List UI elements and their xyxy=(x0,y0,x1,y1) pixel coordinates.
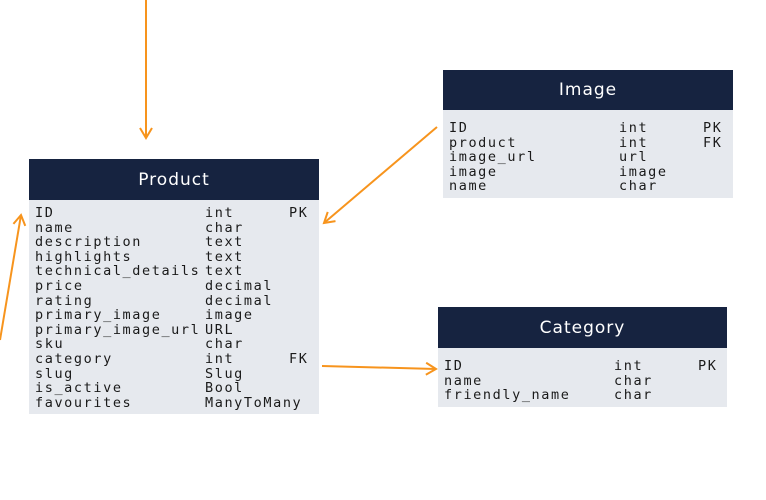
field-name: category xyxy=(35,350,113,367)
field-type: text xyxy=(205,263,244,280)
product-field-row: slug Slug xyxy=(35,365,313,382)
field-type: url xyxy=(619,149,649,166)
field-name: name xyxy=(449,178,488,195)
field-key: FK xyxy=(289,350,309,367)
field-key: PK xyxy=(698,358,718,374)
field-name: primary_image xyxy=(35,307,162,324)
field-type: image xyxy=(205,307,254,324)
product-field-row: highlights text xyxy=(35,250,313,265)
field-key: FK xyxy=(703,134,723,151)
field-key: PK xyxy=(289,205,309,221)
product-table-title: Product xyxy=(138,169,210,190)
arrow-image-to-product xyxy=(322,126,438,225)
image-field-row: image image xyxy=(449,165,727,180)
field-type: char xyxy=(614,387,653,404)
arrow-left-incoming-to-product xyxy=(0,213,27,341)
product-field-row: category int FK xyxy=(35,352,313,367)
product-field-row: rating decimal xyxy=(35,292,313,309)
product-field-row: price decimal xyxy=(35,279,313,294)
product-field-row: sku char xyxy=(35,337,313,352)
field-name: highlights xyxy=(35,248,133,265)
field-type: text xyxy=(205,234,244,251)
category-table-title: Category xyxy=(539,317,626,338)
field-name: image_url xyxy=(449,149,537,166)
category-field-row: name char xyxy=(444,372,721,389)
category-table-header: Category xyxy=(438,307,727,348)
field-name: friendly_name xyxy=(444,387,571,404)
product-field-row: is_active Bool xyxy=(35,381,313,396)
field-type: int xyxy=(619,120,649,136)
field-type: image xyxy=(619,163,668,180)
field-name: is_active xyxy=(35,380,123,397)
field-name: name xyxy=(35,219,74,236)
category-table: Category ID int PK name char friendly_name cha… xyxy=(438,307,727,407)
image-table-title: Image xyxy=(558,80,618,100)
field-name: rating xyxy=(35,292,94,309)
field-type: int xyxy=(205,205,235,221)
field-type: char xyxy=(614,372,653,389)
field-name: sku xyxy=(35,336,65,353)
field-key: PK xyxy=(703,120,723,136)
image-field-row: image_url url xyxy=(449,150,727,165)
field-type: Bool xyxy=(205,380,244,397)
field-type: int xyxy=(205,350,235,367)
category-table-rows: ID int PK name char friendly_name char xyxy=(438,348,727,407)
field-name: price xyxy=(35,277,84,294)
field-name: technical_details xyxy=(35,263,201,280)
field-name: description xyxy=(35,234,143,251)
field-type: ManyToMany xyxy=(205,394,303,411)
field-type: decimal xyxy=(205,277,274,294)
image-field-row: ID int PK xyxy=(449,121,727,136)
category-field-row: friendly_name char xyxy=(444,388,721,403)
field-name: favourites xyxy=(35,394,133,411)
arrow-product-to-category xyxy=(321,361,438,376)
field-name: product xyxy=(449,134,518,151)
field-name: slug xyxy=(35,365,74,382)
field-name: ID xyxy=(444,358,464,374)
field-type: text xyxy=(205,248,244,265)
field-name: ID xyxy=(35,205,55,221)
image-field-row: product int FK xyxy=(449,134,727,151)
field-type: char xyxy=(205,336,244,353)
field-name: primary_image_url xyxy=(35,321,201,338)
product-field-row: ID int PK xyxy=(35,206,313,221)
field-name: name xyxy=(444,372,483,389)
field-name: ID xyxy=(449,120,469,136)
image-field-row: name char xyxy=(449,179,727,194)
product-table-header: Product xyxy=(29,159,319,200)
field-type: URL xyxy=(205,321,235,338)
field-type: decimal xyxy=(205,292,274,309)
category-field-row: ID int PK xyxy=(444,359,721,374)
product-field-row: primary_image image xyxy=(35,308,313,323)
product-field-row: favourites ManyToMany xyxy=(35,396,313,411)
image-table-header: Image xyxy=(443,70,733,110)
field-type: Slug xyxy=(205,365,244,382)
field-type: int xyxy=(614,358,644,374)
field-name: image xyxy=(449,163,498,180)
product-field-row: description text xyxy=(35,235,313,250)
field-type: char xyxy=(205,219,244,236)
field-type: int xyxy=(619,134,649,151)
product-field-row: name char xyxy=(35,219,313,236)
field-type: char xyxy=(619,178,658,195)
